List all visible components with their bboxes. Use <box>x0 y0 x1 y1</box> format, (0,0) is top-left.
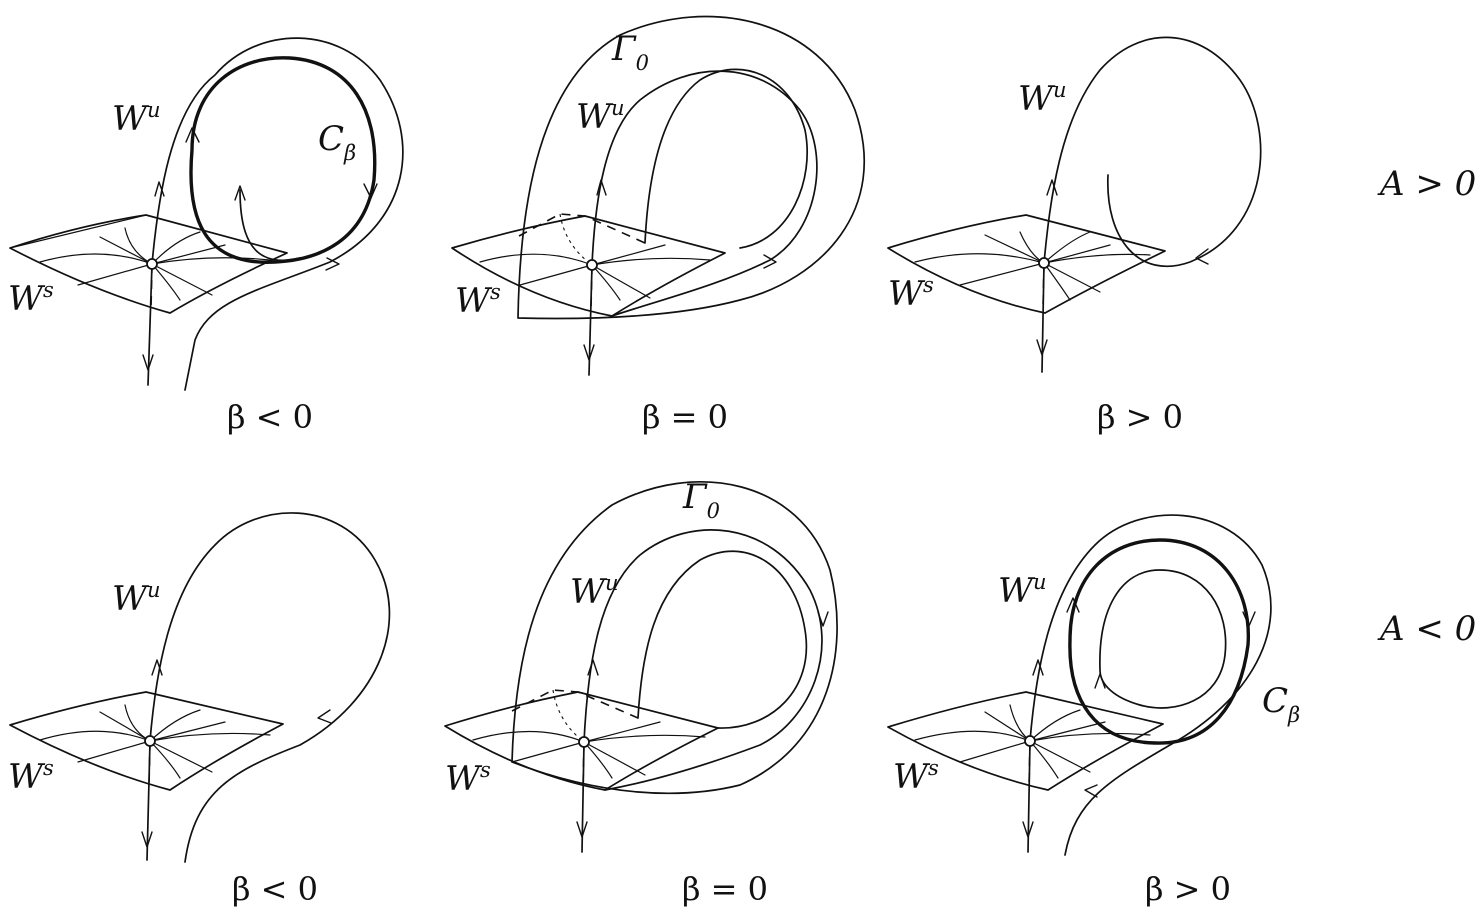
arrow-icon <box>1032 659 1044 676</box>
unstable-manifold-branch <box>151 37 404 391</box>
arrow-icon <box>587 659 599 676</box>
stable-manifold-label: Ws <box>445 758 491 799</box>
panel-caption: β < 0 <box>227 398 313 436</box>
unstable-manifold-label: Wu <box>112 578 160 619</box>
arrow-icon <box>1022 821 1034 838</box>
unstable-manifold-branch <box>1043 36 1262 268</box>
unstable-manifold-branch <box>149 512 391 863</box>
arrow-icon <box>763 254 777 269</box>
homoclinic-orbit-label: Γ0 <box>611 29 649 75</box>
arrow-icon <box>154 181 165 197</box>
limit-cycle <box>1068 538 1251 745</box>
panel-row1-beta-positive: Wu Ws β > 0 <box>887 36 1262 436</box>
panel-row2-beta-negative: Wu Ws β < 0 <box>8 512 391 908</box>
panel-row1-beta-zero: Γ0 Wu Ws β = 0 <box>451 15 866 436</box>
stable-manifold-label: Ws <box>8 278 54 319</box>
unstable-manifold-branch <box>1029 514 1272 856</box>
arrow-icon <box>234 185 246 201</box>
arrow-icon <box>1066 597 1080 613</box>
arrow-icon <box>141 831 153 848</box>
stable-manifold-label: Ws <box>455 280 501 321</box>
limit-cycle-label: Cβ <box>1262 681 1300 727</box>
unstable-manifold-label: Wu <box>998 570 1046 611</box>
unstable-manifold-label: Wu <box>570 571 618 612</box>
arrow-icon <box>1036 339 1048 356</box>
panel-caption: β > 0 <box>1097 398 1183 436</box>
arrow-icon <box>142 354 154 371</box>
panel-caption: β < 0 <box>232 870 318 908</box>
saddle-point <box>1024 735 1036 747</box>
arrow-icon <box>1046 179 1058 196</box>
saddle-point <box>586 259 598 271</box>
unstable-manifold-label: Wu <box>1018 78 1066 119</box>
condition-label-row1: A > 0 <box>1377 164 1476 204</box>
panel-caption: β > 0 <box>1145 870 1231 908</box>
unstable-manifold-label: Wu <box>112 98 160 139</box>
panel-row2-beta-zero: Γ0 Wu Ws β = 0 <box>444 477 838 908</box>
homoclinic-orbit-label: Γ0 <box>682 477 720 523</box>
arrow-icon <box>151 659 163 676</box>
unstable-manifold-label: Wu <box>576 96 624 137</box>
panel-caption: β = 0 <box>642 398 728 436</box>
stable-manifold-surface <box>887 214 1166 314</box>
homoclinic-orbit <box>517 15 866 320</box>
arrow-icon <box>1195 248 1209 265</box>
saddle-point <box>144 735 156 747</box>
stable-manifold-label: Ws <box>893 756 939 797</box>
arrow-icon <box>596 179 607 196</box>
arrow-icon <box>185 127 200 143</box>
homoclinic-orbit <box>511 481 838 795</box>
arrow-icon <box>363 183 378 199</box>
stable-manifold-label: Ws <box>8 756 54 797</box>
arrow-icon <box>583 344 595 361</box>
limit-cycle-label: Cβ <box>318 119 356 165</box>
saddle-point <box>578 736 590 748</box>
panel-row2-beta-positive: Wu Ws Cβ β > 0 <box>887 514 1300 908</box>
panel-row1-beta-negative: Wu Ws Cβ β < 0 <box>8 37 404 436</box>
condition-label-row2: A < 0 <box>1377 609 1476 649</box>
arrow-icon <box>1084 784 1098 798</box>
saddle-point <box>146 258 158 270</box>
arrow-icon <box>317 709 332 724</box>
stable-manifold-label: Ws <box>888 273 934 314</box>
arrow-icon <box>576 821 588 838</box>
arrow-icon <box>817 611 829 627</box>
saddle-point <box>1038 257 1050 269</box>
limit-cycle <box>189 56 377 264</box>
panel-caption: β = 0 <box>682 870 768 908</box>
arrow-icon <box>1094 673 1106 689</box>
arrow-icon <box>1242 611 1256 627</box>
arrow-icon <box>325 257 340 271</box>
